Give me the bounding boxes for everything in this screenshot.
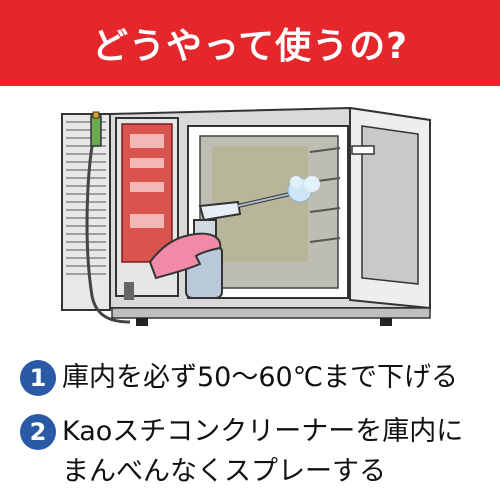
page-title: どうやって使うの?	[91, 26, 409, 67]
hand-icon	[148, 232, 222, 280]
step-text-line-2: まんべんなくスプレーする	[62, 456, 386, 487]
step-2: 2 Kaoスチコンクリーナーを庫内に まんべんなくスプレーする	[0, 406, 500, 494]
oven-illustration	[0, 86, 500, 348]
spray-mist-icon	[287, 176, 320, 203]
header-banner: どうやって使うの?	[0, 0, 500, 86]
oven-icon	[61, 106, 431, 326]
step-text-line-1: Kaoスチコンクリーナーを庫内に	[62, 416, 464, 447]
step-text: 庫内を必ず50〜60℃まで下げる	[62, 362, 459, 393]
step-1: 1 庫内を必ず50〜60℃まで下げる	[0, 352, 500, 402]
step-number-badge: 2	[20, 414, 56, 450]
step-number-badge: 1	[20, 360, 56, 396]
